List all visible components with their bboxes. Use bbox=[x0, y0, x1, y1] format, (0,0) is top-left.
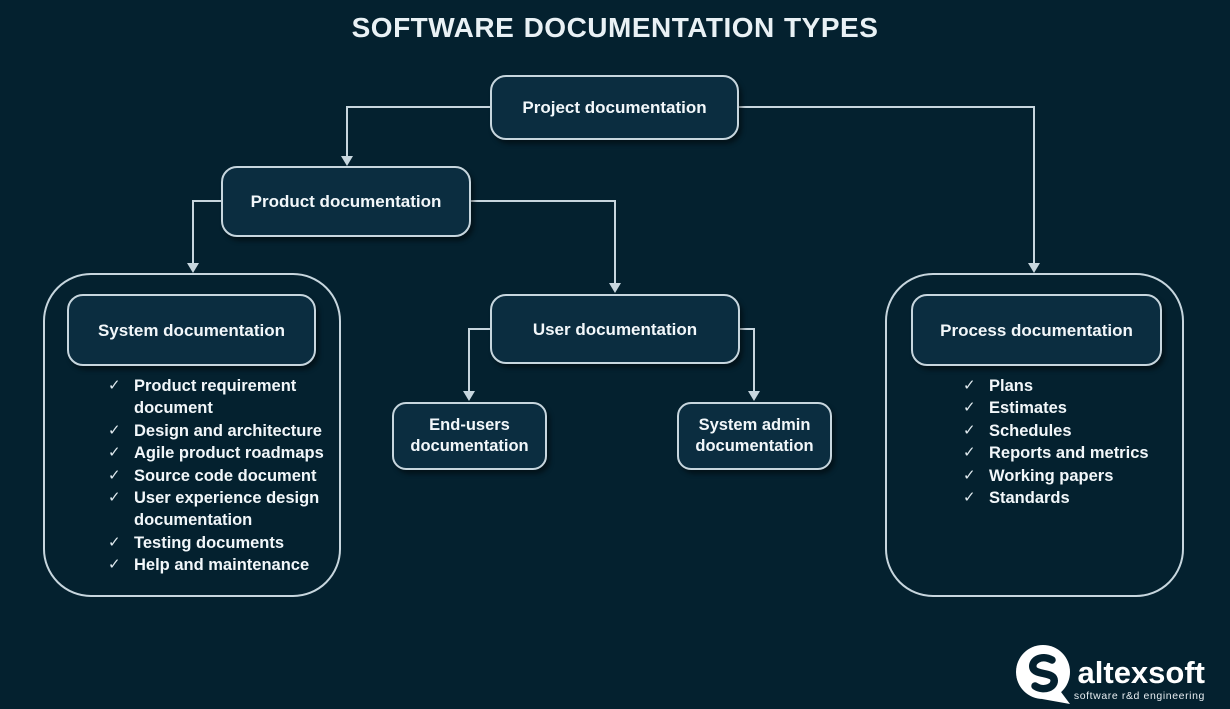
checkmark-icon: ✓ bbox=[963, 444, 976, 462]
arrowhead-product bbox=[341, 156, 353, 166]
node-project-documentation: Project documentation bbox=[490, 75, 739, 140]
list-item: ✓Design and architecture bbox=[108, 420, 363, 442]
node-product-documentation: Product documentation bbox=[221, 166, 471, 237]
node-label: System admin documentation bbox=[695, 416, 814, 455]
node-label: User documentation bbox=[532, 319, 698, 339]
checkmark-icon: ✓ bbox=[108, 466, 121, 484]
node-label: End-users documentation bbox=[410, 416, 529, 455]
checkmark-icon: ✓ bbox=[108, 421, 121, 439]
list-item: ✓Product requirement document bbox=[108, 377, 297, 418]
list-item: ✓Standards bbox=[963, 487, 1213, 509]
list-item: ✓Agile product roadmaps bbox=[108, 442, 363, 464]
list-item: ✓Estimates bbox=[963, 397, 1213, 419]
connector-project-to-process bbox=[739, 106, 1035, 265]
list-item: ✓Schedules bbox=[963, 420, 1213, 442]
checkmark-icon: ✓ bbox=[963, 377, 976, 394]
checkmark-icon: ✓ bbox=[963, 421, 976, 439]
altexsoft-logo-icon bbox=[1015, 645, 1070, 704]
group-process-documentation: Process documentation ✓Plans ✓Estimates … bbox=[885, 273, 1184, 597]
arrowhead-user bbox=[609, 283, 621, 293]
node-label: Process documentation bbox=[940, 320, 1133, 340]
node-end-users-documentation: End-users documentation bbox=[392, 402, 547, 470]
node-system-documentation: System documentation bbox=[67, 294, 316, 366]
list-item: ✓Source code document bbox=[108, 465, 363, 487]
list-item: ✓Working papers bbox=[963, 465, 1213, 487]
node-label: Product documentation bbox=[250, 192, 442, 211]
node-user-documentation: User documentation bbox=[490, 294, 740, 364]
system-checklist: ✓Product requirement document ✓Design an… bbox=[68, 375, 363, 577]
arrowhead-sysadmin bbox=[748, 391, 760, 401]
node-system-admin-documentation: System admin documentation bbox=[677, 402, 832, 470]
connector-project-to-product bbox=[346, 106, 490, 158]
checkmark-icon: ✓ bbox=[108, 556, 121, 574]
checkmark-icon: ✓ bbox=[108, 489, 121, 507]
node-label: Project documentation bbox=[522, 98, 707, 117]
logo-text: altexsoft software r&d engineering bbox=[1073, 655, 1205, 702]
checkmark-icon: ✓ bbox=[963, 466, 976, 484]
list-item: ✓Help and maintenance bbox=[108, 554, 363, 576]
checkmark-icon: ✓ bbox=[963, 489, 976, 507]
process-checklist: ✓Plans ✓Estimates ✓Schedules ✓Reports an… bbox=[923, 375, 1213, 509]
connector-product-to-user bbox=[471, 200, 616, 285]
arrowhead-process bbox=[1028, 263, 1040, 273]
connector-user-to-sysadmin bbox=[740, 328, 755, 393]
arrowhead-endusers bbox=[463, 391, 475, 401]
list-item: ✓Testing documents bbox=[108, 532, 363, 554]
checkmark-icon: ✓ bbox=[108, 377, 121, 394]
group-system-documentation: System documentation ✓Product requiremen… bbox=[43, 273, 341, 597]
logo-brand: altexsoft bbox=[1077, 655, 1205, 690]
connector-user-to-endusers bbox=[468, 328, 490, 393]
list-item: ✓Reports and metrics bbox=[963, 442, 1213, 464]
checkmark-icon: ✓ bbox=[108, 533, 121, 551]
node-label: System documentation bbox=[97, 320, 286, 340]
node-process-documentation: Process documentation bbox=[911, 294, 1162, 366]
logo-tagline: software r&d engineering bbox=[1073, 690, 1205, 702]
list-item: ✓Plans bbox=[963, 375, 1213, 397]
list-item: ✓User experience design documentation bbox=[108, 489, 320, 530]
checkmark-icon: ✓ bbox=[108, 444, 121, 462]
page-title: SOFTWARE DOCUMENTATION TYPES bbox=[351, 12, 879, 43]
connector-product-to-system bbox=[192, 200, 221, 265]
altexsoft-logo: altexsoft software r&d engineering bbox=[1014, 638, 1205, 704]
arrowhead-system bbox=[187, 263, 199, 273]
checkmark-icon: ✓ bbox=[963, 399, 976, 417]
